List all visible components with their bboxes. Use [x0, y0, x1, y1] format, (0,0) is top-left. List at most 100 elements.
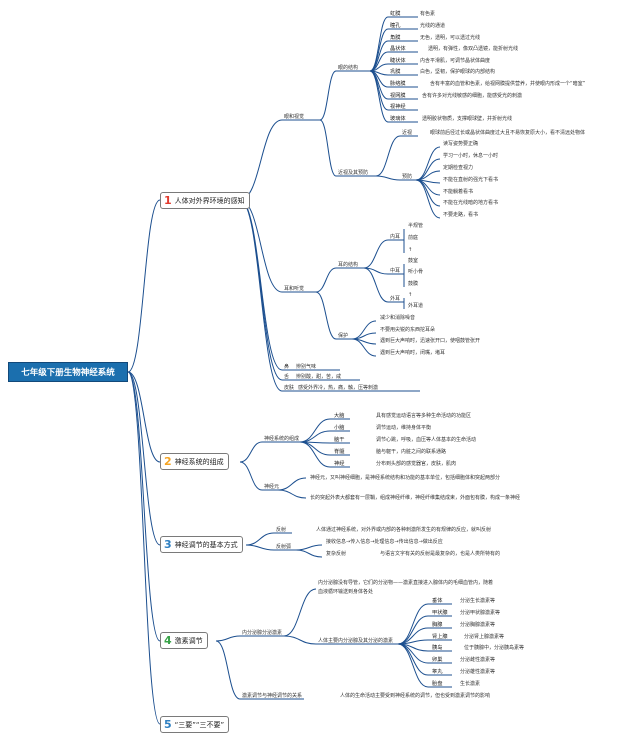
neuron-desc-1: 长的突起外表大都套有一层鞘，组成神经纤维，神经纤维集结成束，外面包有膜，构成一条…: [310, 495, 521, 501]
brain-part-3: 脊髓: [334, 449, 345, 455]
reflex-arc-desc: 与语言文字有关的反射是最复杂的，也是人类所特有的: [380, 551, 501, 557]
connector: [369, 70, 389, 123]
connector: [239, 199, 283, 371]
connector: [369, 16, 389, 72]
reflex-desc: 人体通过神经系统，对外界或内部的各种刺激所发生的有规律的反应，就叫反射: [316, 527, 492, 533]
neuron-node: 神经元: [264, 484, 280, 490]
branch-2-number: 2: [164, 455, 172, 468]
connector: [319, 119, 337, 177]
branch-4-label: 激素调节: [174, 636, 203, 645]
tongue-node: 舌: [284, 374, 290, 380]
hormone-6: 分泌雄性激素等: [460, 669, 496, 675]
connector: [397, 643, 429, 676]
brain-part-4: 神经: [334, 461, 345, 467]
eye-part-0: 虹膜: [390, 11, 401, 17]
eye-part-1: 瞳孔: [390, 23, 401, 29]
ear-structure-node: 耳的结构: [338, 262, 359, 268]
protect-item-1: 不要用尖锐的东西挖耳朵: [380, 327, 436, 333]
endocrine-desc-1: 血液循环输送到身体各处: [318, 589, 374, 595]
protect-item-3: 遇到巨大声响时，闭嘴，堵耳: [380, 350, 446, 356]
eye-part-desc-5: 白色，坚韧，保护眼球的内部结构: [420, 69, 496, 75]
eye-part-desc-3: 透明，有弹性，像双凸透镜，能折射光线: [428, 46, 519, 52]
connector: [319, 70, 337, 121]
nose-desc: 辨别气味: [296, 364, 317, 370]
connector: [239, 441, 263, 463]
gland-1: 甲状腺: [432, 610, 448, 616]
connector: [127, 371, 161, 546]
reflex-node: 反射: [276, 527, 287, 533]
gland-3: 肾上腺: [432, 634, 448, 640]
connector: [299, 430, 331, 443]
inner-ear-item-0: 半规管: [408, 223, 424, 229]
middle-ear-node: 中耳: [390, 268, 401, 274]
eye-part-desc-2: 无色，透明，可以透过光线: [420, 35, 481, 41]
eye-part-5: 巩膜: [390, 69, 401, 75]
protect-item-2: 遇到巨大声响时，迅速张开口，使咽鼓管张开: [380, 338, 481, 344]
relation-node: 激素调节与神经调节的关系: [242, 693, 303, 699]
branch-2-node: 2 神经系统的组成: [160, 453, 229, 470]
near-node: 近视: [402, 130, 413, 136]
connector: [363, 239, 389, 269]
middle-ear-item-1: 听小骨: [408, 269, 424, 275]
outer-ear-node: 外耳: [390, 296, 401, 302]
connector: [397, 603, 429, 645]
brain-part-desc-2: 调节心跳，呼吸，血压等人体基本的生命活动: [376, 437, 477, 443]
eye-part-desc-0: 有色素: [420, 11, 436, 17]
connector: [295, 544, 323, 551]
branch-5-number: 5: [164, 718, 172, 731]
connector: [283, 635, 317, 645]
prevent-node: 预防: [402, 174, 413, 180]
connector: [295, 549, 323, 558]
nose-node: 鼻: [284, 364, 290, 370]
eye-part-desc-9: 透明胶状物质，支撑眼球壁，并折射光线: [422, 116, 513, 122]
branch-4-node: 4 激素调节: [160, 632, 208, 649]
protect-item-0: 减少和消除噪音: [380, 315, 416, 321]
connector-lines: [127, 16, 452, 725]
connector: [239, 119, 283, 201]
tongue-desc: 辨别酸，甜，苦，咸: [296, 374, 342, 380]
prevent-item-2: 定期检查视力: [443, 165, 474, 171]
gland-2: 胸腺: [432, 622, 443, 628]
connector: [245, 532, 275, 546]
outer-ear-item-1: 外耳道: [408, 303, 424, 309]
eye-structure-node: 眼的结构: [338, 65, 359, 71]
eye-part-desc-7: 含有许多对光线敏感的细胞，能感受光的刺激: [422, 93, 523, 99]
hormone-7: 生长激素: [460, 681, 481, 687]
protect-node: 保护: [338, 333, 349, 339]
prevent-item-1: 学习一小时，休息一小时: [443, 153, 499, 159]
connector: [369, 70, 389, 111]
connector: [277, 489, 307, 499]
eye-part-8: 视神经: [390, 104, 406, 110]
root-node: 七年级下册生物神经系统: [8, 362, 128, 382]
gland-4: 胰岛: [432, 645, 443, 651]
myopia-node: 近视及其预防: [338, 170, 369, 176]
reflex-arc-item-0: 接收信息→传入信息→处理信息→传出信息→做出反应: [326, 539, 443, 545]
skin-desc: 感受外界冷，热，痛，触，压等刺激: [298, 385, 379, 391]
prevent-item-5: 不能在光线暗的地方看书: [443, 200, 499, 206]
near-desc: 眼球前后径过长或晶状体曲度过大且不易恢复原大小，看不清远处物体: [430, 130, 586, 136]
branch-1-label: 人体对外界环境的感知: [174, 196, 245, 205]
hormone-0: 分泌生长激素等: [460, 598, 496, 604]
connector: [283, 588, 317, 637]
connector: [415, 179, 441, 219]
connector: [369, 28, 389, 72]
connector: [127, 371, 161, 642]
gland-6: 睾丸: [432, 669, 443, 675]
connector: [127, 371, 161, 463]
reflex-arc-item-1: 复杂反射: [326, 551, 347, 557]
ear-hearing-node: 耳和听觉: [284, 286, 305, 292]
connector: [277, 477, 307, 491]
branch-4-number: 4: [164, 634, 172, 647]
brain-part-desc-4: 分布到头部的感觉器官，皮肤，肌肉: [376, 461, 457, 467]
middle-ear-item-2: 鼓膜: [408, 281, 419, 287]
prevent-item-6: 不要走路，看书: [443, 212, 479, 218]
connector: [245, 544, 275, 551]
branch-2-label: 神经系统的组成: [174, 457, 224, 466]
inner-ear-node: 内耳: [390, 234, 401, 240]
hormone-5: 分泌雌性激素等: [460, 657, 496, 663]
gland-5: 卵巢: [432, 657, 443, 663]
neuron-desc-0: 神经元，又叫神经细胞，是神经系统结构和功能的基本单位，包括细胞体和突起两部分: [310, 475, 501, 481]
connector: [397, 643, 429, 688]
connector: [215, 640, 241, 700]
brain-part-desc-3: 脑与躯干，内脏之间的联系通路: [376, 449, 447, 455]
